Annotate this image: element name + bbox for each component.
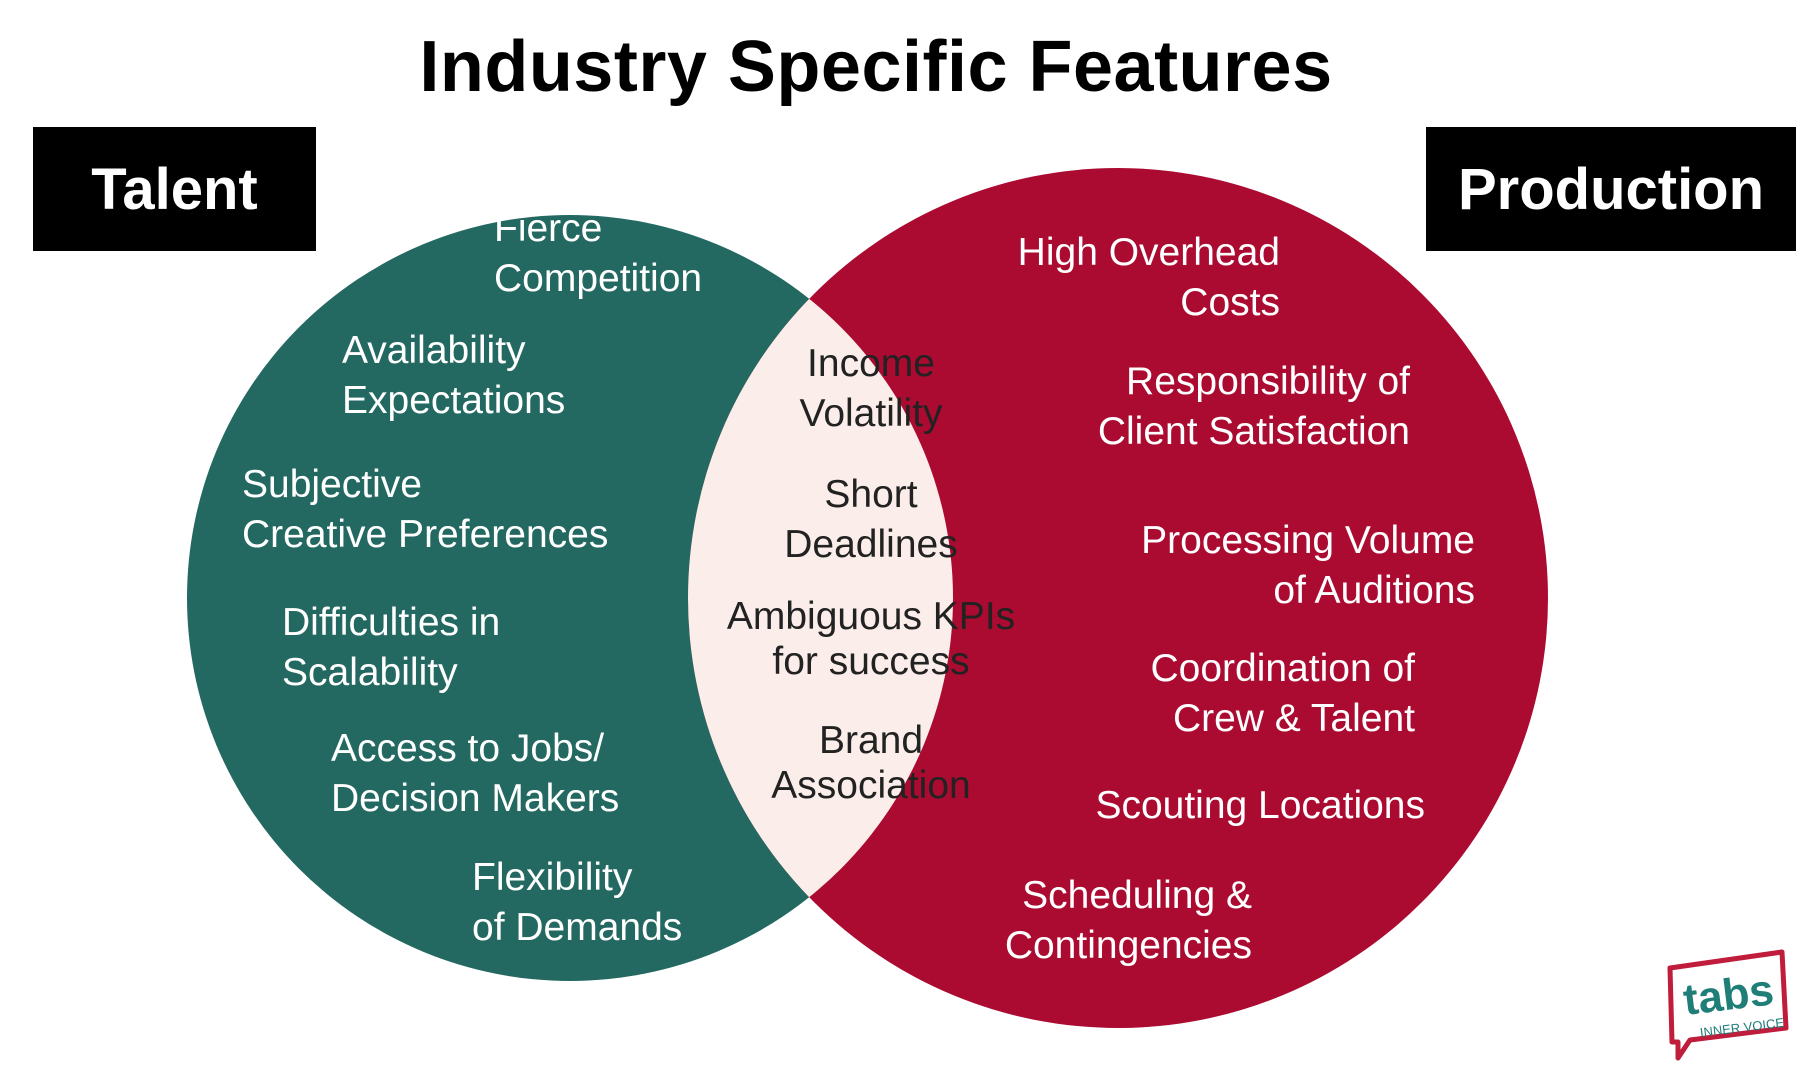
talent-label: Talent [33, 127, 316, 251]
production-item: Scheduling &Contingencies [1004, 874, 1252, 967]
logo-word: tabs [1681, 965, 1777, 1025]
production-circle [688, 168, 1548, 1028]
speech-bubble-icon [1667, 949, 1789, 1061]
production-item: Scouting Locations [1095, 784, 1425, 827]
production-label: Production [1426, 127, 1796, 251]
talent-item: Access to Jobs/Decision Makers [331, 727, 620, 820]
tabs-logo: tabs INNER VOICE [1667, 949, 1789, 1061]
page-title: Industry Specific Features [419, 27, 1333, 107]
